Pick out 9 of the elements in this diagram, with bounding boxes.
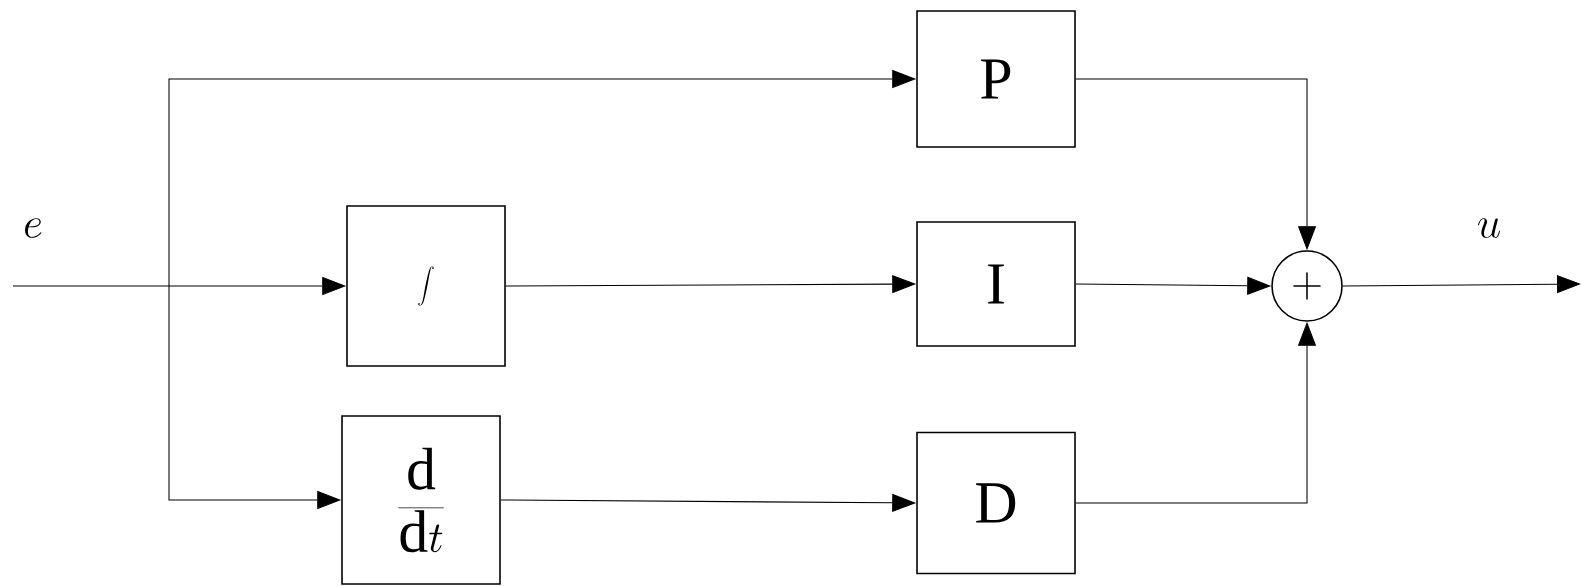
block-box: $\mathrm{P}$ bbox=[916, 10, 1076, 148]
arrow bbox=[1342, 275, 1581, 294]
edge-label: $e$ bbox=[25, 218, 42, 238]
block-box: $\frac{\mathrm{d}}{\mathrm{d}t}$ bbox=[341, 415, 501, 585]
block-box: $\mathrm{I}$ bbox=[916, 221, 1076, 347]
summing-junction: $+$ bbox=[1271, 250, 1343, 322]
edge-label: $u$ bbox=[1478, 218, 1500, 238]
block-box: $\int$ bbox=[346, 205, 506, 367]
block-box: $\mathrm{D}$ bbox=[916, 431, 1076, 575]
